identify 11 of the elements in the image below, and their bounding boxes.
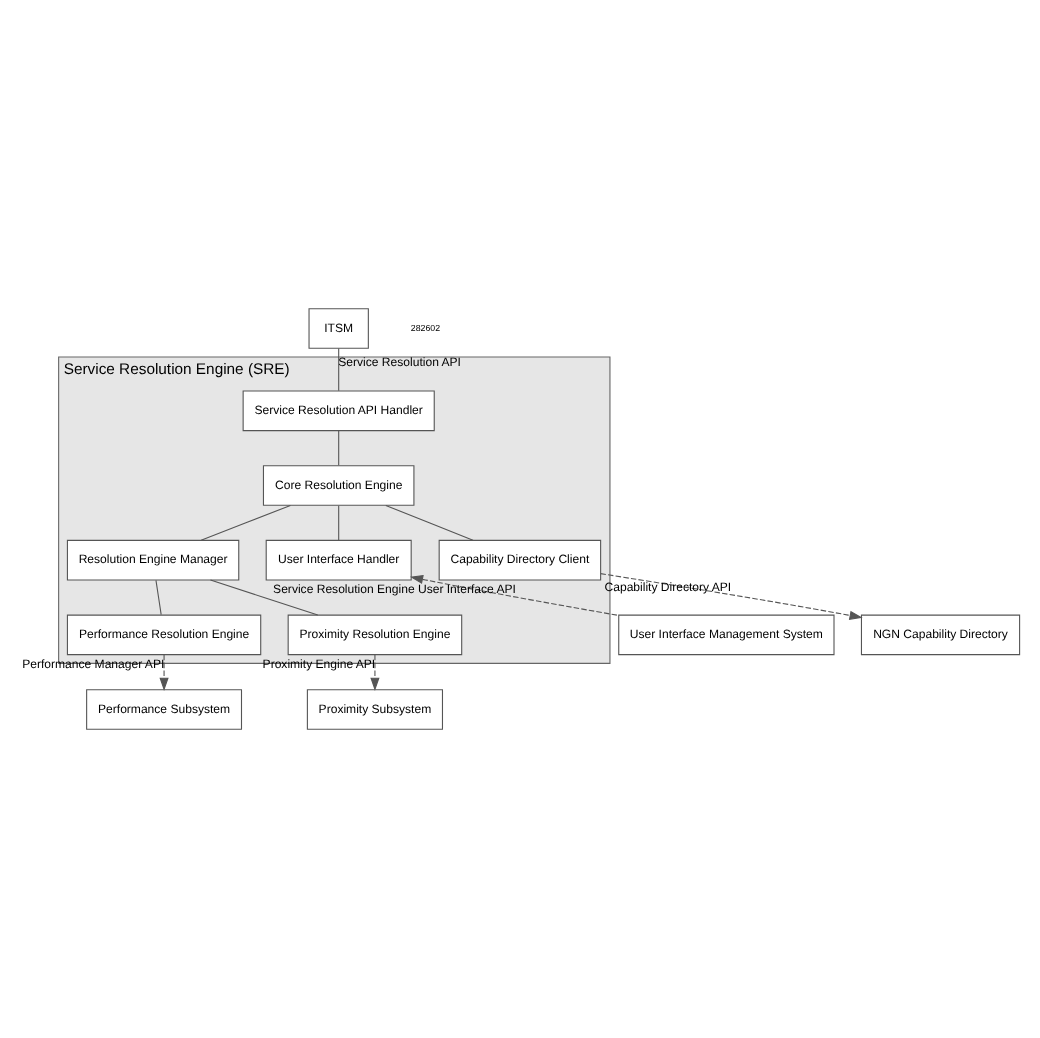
connector <box>199 504 290 541</box>
connector <box>337 505 339 541</box>
connector <box>337 348 339 392</box>
connector <box>337 430 339 466</box>
arrow <box>369 654 379 691</box>
connector <box>208 579 318 616</box>
connector <box>384 504 473 541</box>
connector <box>154 579 161 616</box>
arrow <box>599 573 862 620</box>
arrow <box>158 654 168 691</box>
arrow <box>408 574 619 616</box>
